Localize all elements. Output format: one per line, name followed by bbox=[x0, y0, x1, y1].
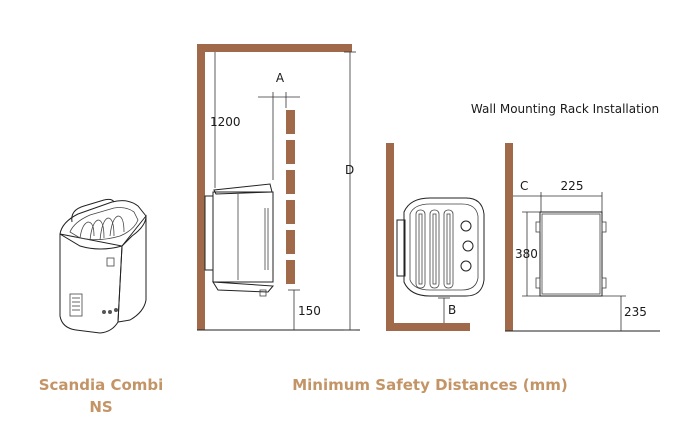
product-name-line1: Scandia Combi bbox=[39, 376, 164, 394]
rack-wall bbox=[505, 143, 513, 331]
rack-frame bbox=[539, 211, 603, 297]
front-floor bbox=[386, 323, 470, 331]
heater-side-profile bbox=[212, 191, 274, 283]
front-view: B bbox=[386, 143, 485, 331]
heater-top-view bbox=[403, 197, 485, 297]
heater-illustration bbox=[59, 198, 147, 334]
product-name-line2: NS bbox=[89, 398, 112, 416]
label-380: 380 bbox=[515, 247, 538, 261]
ceiling bbox=[197, 44, 352, 52]
combustible-blocks bbox=[286, 110, 295, 284]
side-view: A 1200 D 150 bbox=[197, 44, 360, 331]
label-1200: 1200 bbox=[210, 115, 241, 129]
front-wall bbox=[386, 143, 394, 331]
caption: Minimum Safety Distances (mm) bbox=[292, 376, 568, 394]
label-150: 150 bbox=[298, 304, 321, 318]
label-c: C bbox=[520, 179, 528, 193]
side-wall bbox=[197, 44, 205, 330]
rack-title: Wall Mounting Rack Installation bbox=[471, 102, 659, 116]
label-235: 235 bbox=[624, 305, 647, 319]
label-225: 225 bbox=[561, 179, 584, 193]
label-b: B bbox=[448, 303, 456, 317]
wall-mounting-rack: Wall Mounting Rack Installation C 225 38… bbox=[471, 102, 660, 332]
label-a: A bbox=[276, 71, 285, 85]
label-d: D bbox=[345, 163, 354, 177]
